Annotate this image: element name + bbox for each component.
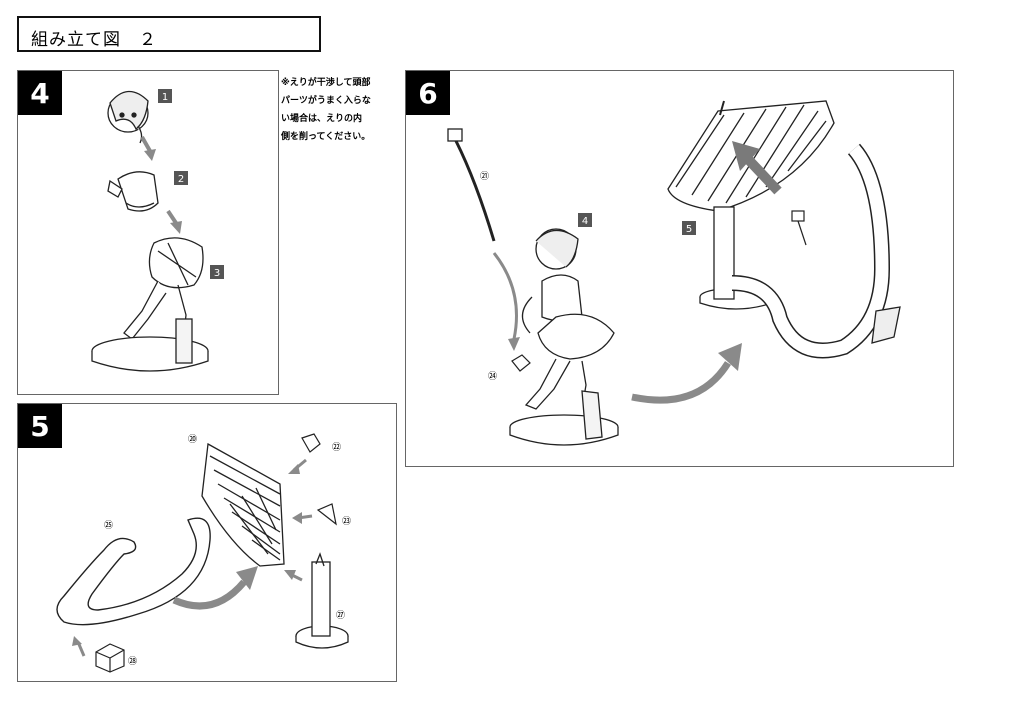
part-23-piece (316, 503, 337, 526)
tag-2: 2 (174, 171, 188, 185)
step-6-panel: 6 ㉑ ㉔ 4 (405, 70, 954, 467)
character-figure (509, 228, 619, 446)
arrow-28 (72, 636, 86, 657)
svg-text:5: 5 (686, 224, 692, 235)
svg-text:3: 3 (214, 268, 220, 279)
part-24-label: ㉔ (488, 371, 497, 382)
part-23-label: ㉓ (342, 516, 351, 527)
part-28-label: ㉘ (128, 656, 137, 667)
part-21-label: ㉑ (480, 171, 489, 182)
step-5-panel: 5 ⑳ ㉒ ㉓ ㉗ (17, 403, 397, 682)
caution-note: ※えりが干渉して頭部 パーツがうまく入らな い場合は、えりの内 側を削ってくださ… (281, 78, 371, 142)
title-box: 組み立て図 ２ (17, 16, 321, 52)
head-part (107, 90, 149, 144)
page-title: 組み立て図 ２ (31, 30, 157, 50)
step-4-number: 4 (18, 71, 62, 115)
arrow-down-2 (166, 209, 182, 234)
part-24-piece (511, 354, 531, 372)
arrow-23 (292, 512, 313, 524)
part-20-label: ⑳ (188, 434, 197, 445)
assembly-arrow-6 (631, 343, 742, 404)
arrow-21 (492, 252, 520, 351)
arrow-22 (288, 458, 307, 474)
block-part (95, 643, 125, 673)
tag-3: 3 (210, 265, 224, 279)
tag-5: 5 (682, 221, 696, 235)
tag-4: 4 (578, 213, 592, 227)
torso-part (107, 171, 159, 212)
step-4-illustration: 1 2 (91, 89, 224, 372)
svg-text:2: 2 (178, 174, 184, 185)
part-22-label: ㉒ (332, 442, 341, 453)
pole-part (295, 552, 349, 649)
step-6-illustration: ㉑ ㉔ 4 (447, 100, 901, 446)
step-6-number: 6 (406, 71, 450, 115)
tail-part (56, 517, 211, 626)
assembled-umbrella (667, 100, 901, 359)
part-22-piece (301, 433, 321, 453)
step-4-panel: 4 1 2 (17, 70, 279, 395)
arrow-down-1 (140, 136, 156, 161)
part-25-label: ㉕ (104, 520, 113, 531)
assembly-arrow (172, 566, 258, 610)
svg-text:1: 1 (162, 92, 168, 103)
lower-body-part (91, 237, 209, 372)
rod-part (447, 128, 496, 242)
insert-piece (791, 210, 807, 246)
step-5-illustration: ⑳ ㉒ ㉓ ㉗ (56, 433, 351, 673)
umbrella-canopy-part (201, 442, 285, 567)
step-5-number: 5 (18, 404, 62, 448)
part-27-label: ㉗ (336, 610, 345, 621)
arrow-27 (284, 570, 303, 582)
tag-1: 1 (158, 89, 172, 103)
svg-text:4: 4 (582, 216, 588, 227)
insert-arrow (732, 141, 782, 195)
